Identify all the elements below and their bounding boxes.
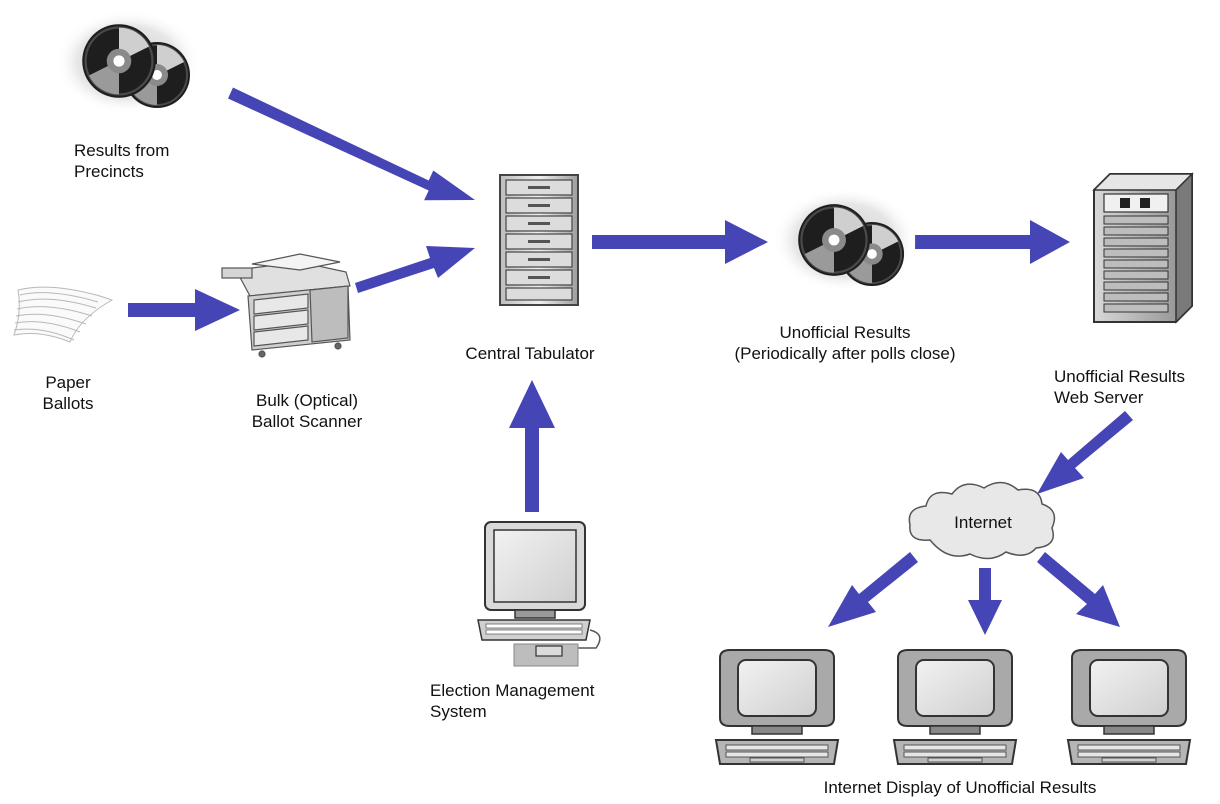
paper-ballots-label-line: Ballots bbox=[42, 394, 94, 413]
tower-server-icon bbox=[499, 174, 579, 306]
central-tabulator-label-line: Central Tabulator bbox=[465, 344, 595, 363]
paper-stack-icon bbox=[13, 286, 114, 343]
central-tabulator-label: Central Tabulator bbox=[440, 343, 620, 364]
web-server-label-line: Unofficial Results bbox=[1054, 367, 1186, 386]
arrow-internet-to-pc-right bbox=[1037, 552, 1120, 627]
arrow-ems-to-tabulator bbox=[509, 380, 555, 512]
paper-ballots-label: Paper Ballots bbox=[18, 372, 118, 414]
web-server-label: Unofficial Results Web Server bbox=[1054, 366, 1185, 408]
scanner-icon bbox=[221, 253, 351, 358]
ems-label-line: System bbox=[430, 702, 487, 721]
internet-display-label: Internet Display of Unofficial Results bbox=[800, 777, 1120, 798]
arrow-scanner-to-tabulator bbox=[355, 246, 475, 293]
cd-discs-icon bbox=[56, 10, 200, 114]
ems-label-line: Election Management bbox=[430, 681, 595, 700]
client-computer-icon bbox=[715, 649, 839, 765]
arrow-tabulator-to-results bbox=[592, 220, 768, 264]
arrow-internet-to-pc-left bbox=[828, 552, 918, 627]
unofficial-results-label-line: (Periodically after polls close) bbox=[734, 344, 956, 363]
cloud-icon bbox=[908, 481, 1056, 560]
scanner-label-line: Bulk (Optical) bbox=[255, 391, 359, 410]
rack-server-icon bbox=[1092, 172, 1194, 324]
arrow-internet-to-pc-middle bbox=[968, 568, 1002, 635]
precincts-label-line: Precincts bbox=[74, 162, 144, 181]
cd-discs-icon bbox=[773, 188, 917, 292]
arrow-results-to-webserver bbox=[915, 220, 1070, 264]
desktop-computer-icon bbox=[477, 521, 601, 667]
internet-display-label-line: Internet Display of Unofficial Results bbox=[823, 778, 1097, 797]
arrow-precincts-to-tabulator bbox=[228, 87, 475, 201]
ems-label: Election Management System bbox=[430, 680, 594, 722]
precincts-label: Results from Precincts bbox=[74, 140, 169, 182]
scanner-label: Bulk (Optical) Ballot Scanner bbox=[222, 390, 392, 432]
precincts-label-line: Results from bbox=[74, 141, 170, 160]
client-computer-icon bbox=[1067, 649, 1191, 765]
client-computer-icon bbox=[893, 649, 1017, 765]
unofficial-results-label-line: Unofficial Results bbox=[779, 323, 911, 342]
scanner-label-line: Ballot Scanner bbox=[251, 412, 363, 431]
unofficial-results-label: Unofficial Results (Periodically after p… bbox=[690, 322, 1000, 364]
arrow-webserver-to-internet bbox=[1037, 411, 1133, 494]
paper-ballots-label-line: Paper bbox=[45, 373, 91, 392]
internet-label: Internet bbox=[954, 513, 1012, 532]
web-server-label-line: Web Server bbox=[1054, 388, 1144, 407]
arrow-ballots-to-scanner bbox=[128, 289, 240, 331]
